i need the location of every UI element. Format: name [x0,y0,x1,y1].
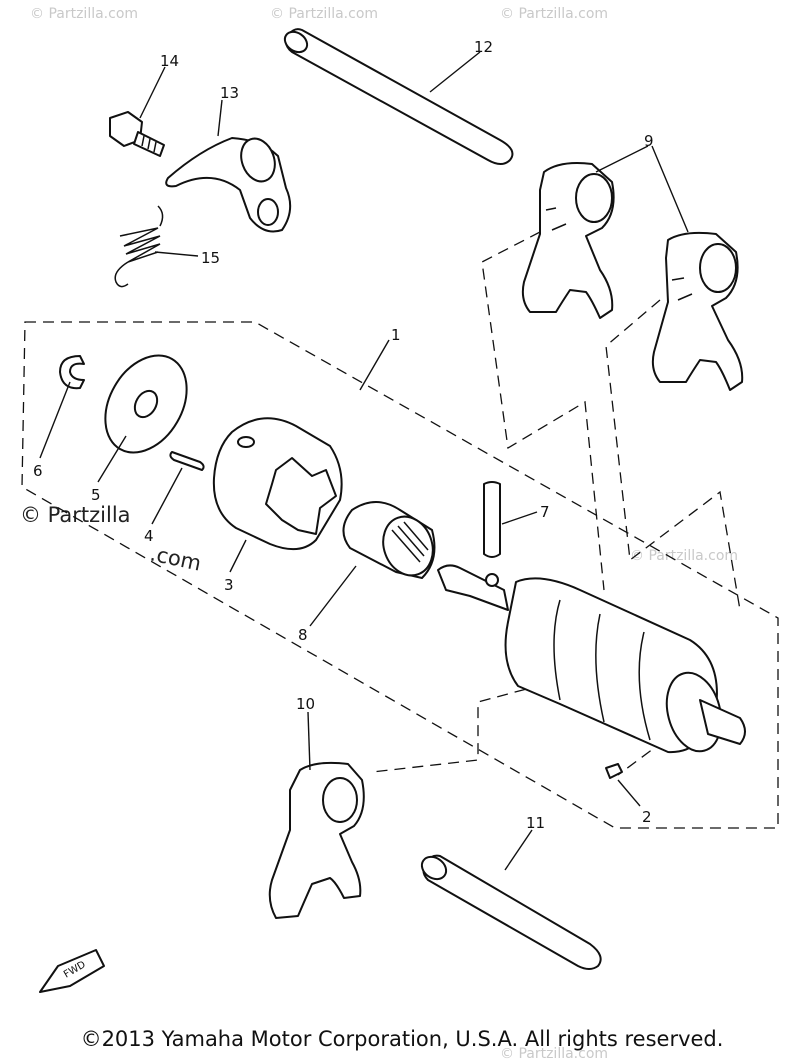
fork-guide-upper [481,231,605,591]
callout-5: 5 [91,486,101,504]
fork-guide-lower [605,299,741,611]
pin-4 [169,451,205,471]
svg-text:.com: .com [148,541,203,575]
leader-lines [39,51,689,871]
shaft-12 [283,28,514,165]
svg-text:© Partzilla: © Partzilla [20,503,131,527]
stopper-lever-13 [165,137,292,233]
watermark: © Partzilla.com [500,6,608,22]
pin-7 [483,481,501,558]
shaft-11 [420,854,602,970]
callout-7: 7 [540,503,550,521]
callout-3: 3 [224,576,234,594]
spring-15 [114,205,164,288]
callout-2: 2 [642,808,652,826]
shift-fork-9a [521,162,615,319]
callout-8: 8 [298,626,308,644]
callout-15: 15 [201,249,220,267]
watermark: © Partzilla.com [30,6,138,22]
pin-2 [605,763,623,779]
segment-3 [212,417,343,551]
bearing-8 [342,501,436,579]
circlip-6 [59,355,85,390]
shift-fork-10 [268,761,365,919]
callout-14: 14 [160,52,179,70]
watermark: © Partzilla.com [270,6,378,22]
callout-10: 10 [296,695,315,713]
callout-11: 11 [526,814,545,832]
callout-labels: 12 13 14 15 9 1 6 5 4 3 7 8 10 2 11 [33,38,654,832]
callout-9: 9 [644,132,654,150]
callout-4: 4 [144,527,154,545]
watermark: © Partzilla.com [500,1046,608,1061]
shift-fork-9b [651,231,744,391]
callout-13: 13 [220,84,239,102]
copyright-footer: ©2013 Yamaha Motor Corporation, U.S.A. A… [80,1027,724,1051]
bolt-14 [109,111,165,157]
callout-6: 6 [33,462,43,480]
callout-1: 1 [391,326,401,344]
callout-12: 12 [474,38,493,56]
washer-5 [104,354,188,454]
watermark: © Partzilla.com [630,548,738,564]
fwd-arrow-icon: FWD [39,949,105,993]
shift-drum [437,564,746,754]
fork-guide-10 [371,679,561,773]
